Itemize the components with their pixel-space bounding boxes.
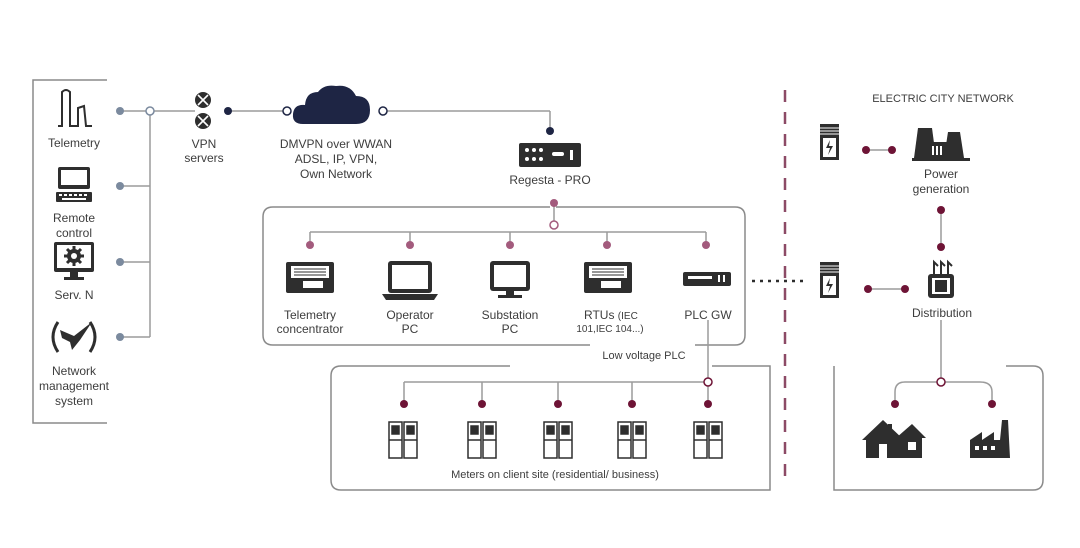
label-operator-pc-1: Operator	[386, 308, 434, 322]
plc-gateway-icon	[683, 272, 731, 286]
label-cloud-3: Own Network	[299, 167, 373, 181]
power-plant-icon	[912, 128, 970, 161]
remote-control-icon	[56, 167, 92, 202]
label-remote-control-1: Remote	[52, 211, 96, 225]
node-nms	[116, 333, 124, 341]
node-substation-pc	[506, 241, 514, 249]
label-vpn-1: VPN	[191, 137, 217, 151]
city-box	[833, 365, 1044, 491]
left-bracket	[32, 79, 107, 424]
meter-nodes	[400, 400, 712, 408]
monitor-icon	[490, 261, 530, 298]
label-telemetry-concentrator-1: Telemetry	[283, 308, 336, 322]
label-city-title: ELECTRIC CITY NETWORK	[872, 93, 1014, 105]
node-telemetry	[116, 107, 124, 115]
meters-box	[330, 365, 771, 491]
city-nodes	[862, 146, 996, 408]
node-operator-pc	[406, 241, 414, 249]
label-distribution: Distribution	[911, 306, 973, 320]
houses-icon	[862, 420, 926, 458]
label-cloud-2: ADSL, IP, VPN,	[294, 152, 378, 166]
regesta-device-icon	[519, 143, 581, 167]
telemetry-concentrator-icon	[286, 262, 334, 293]
hummingbird-logo-icon	[51, 321, 97, 353]
node-vpn-out	[224, 107, 232, 115]
label-remote-control-2: control	[55, 226, 93, 240]
label-nms-3: system	[54, 394, 93, 408]
label-power-1: Power	[923, 167, 958, 181]
node-remote	[116, 182, 124, 190]
node-telemetry-concentrator	[306, 241, 314, 249]
factory-icon	[970, 420, 1010, 458]
cloud-icon	[292, 85, 370, 124]
server-gear-icon	[54, 242, 94, 280]
label-rtus: RTUs	[584, 308, 615, 322]
node-plc-gw	[702, 241, 710, 249]
substation-icon-top	[820, 124, 839, 160]
label-substation-pc-2: PC	[501, 322, 519, 336]
label-telemetry-concentrator-2: concentrator	[276, 322, 344, 336]
junction-left	[145, 106, 155, 116]
label-substation-pc-1: Substation	[481, 308, 539, 322]
lv-box	[262, 206, 590, 346]
vpn-server-icon	[195, 92, 211, 129]
node-cloud-in	[282, 106, 292, 116]
label-rtus-2: 101,IEC 104...)	[576, 324, 644, 335]
node-regesta-in	[546, 127, 554, 135]
laptop-icon	[382, 261, 438, 300]
meter-icons	[388, 421, 723, 459]
label-rtus-1: RTUs (IEC	[584, 308, 674, 324]
node-lv-top	[550, 199, 558, 207]
junction-lv	[549, 220, 559, 230]
substation-icon-bottom	[820, 262, 839, 298]
label-nms-1: Network	[51, 364, 96, 378]
label-plc-gw: PLC GW	[684, 308, 732, 322]
telemetry-icon	[58, 89, 92, 127]
label-low-voltage-plc: Low voltage PLC	[602, 350, 686, 362]
lv-box-right	[556, 206, 746, 346]
label-rtus-iec: (IEC	[617, 311, 638, 322]
junction-meters	[703, 377, 713, 387]
label-nms-2: management	[38, 379, 110, 393]
left-connections	[120, 110, 551, 338]
label-serv-n: Serv. N	[54, 288, 94, 302]
node-serv	[116, 258, 124, 266]
lv-tree	[309, 203, 707, 245]
junction-city	[936, 377, 946, 387]
label-operator-pc-2: PC	[401, 322, 419, 336]
rtu-icon	[584, 262, 632, 293]
label-telemetry: Telemetry	[47, 136, 100, 150]
label-regesta: Regesta - PRO	[509, 173, 591, 187]
node-rtus	[603, 241, 611, 249]
label-vpn-2: servers	[184, 151, 224, 165]
label-power-2: generation	[912, 182, 970, 196]
label-meters: Meters on client site (residential/ busi…	[451, 469, 659, 481]
transformer-icon	[928, 259, 954, 298]
node-cloud-out	[378, 106, 388, 116]
label-cloud-1: DMVPN over WWAN	[279, 137, 393, 151]
